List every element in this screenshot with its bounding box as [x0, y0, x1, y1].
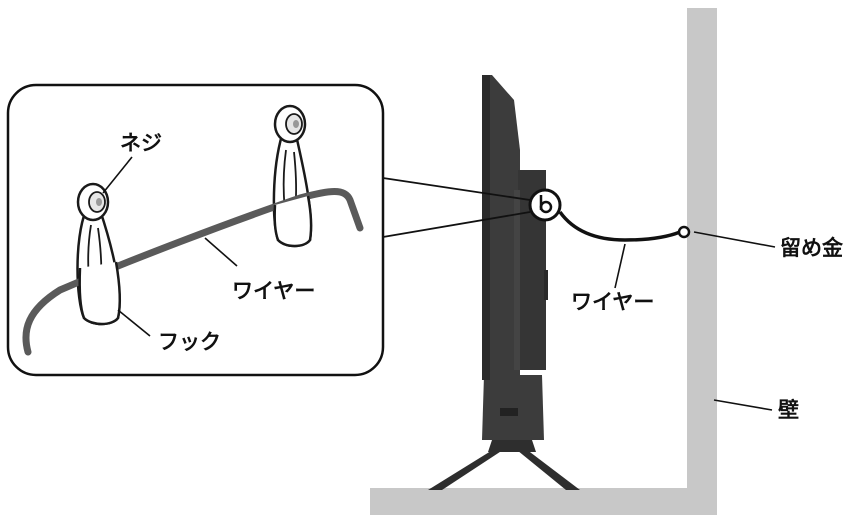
hook-strap-left-front	[78, 261, 121, 326]
callout-line-bottom	[382, 211, 531, 238]
leader-wall	[713, 399, 773, 411]
leader-clamp	[693, 231, 776, 248]
leader-wire-detail	[204, 237, 238, 267]
hook-strap-right-front	[273, 195, 313, 248]
screw-icon-left	[76, 182, 110, 222]
label-clamp: 留め金	[780, 236, 843, 260]
leader-screw	[102, 156, 133, 194]
label-screw: ネジ	[120, 131, 162, 155]
clamp-icon	[677, 225, 691, 239]
tv-stand	[428, 375, 580, 490]
wire-detail	[22, 188, 364, 356]
label-wall: 壁	[778, 398, 799, 422]
label-hook: フック	[158, 330, 221, 354]
wall	[370, 8, 717, 515]
tv-body	[482, 75, 548, 380]
leader-hook	[117, 309, 151, 337]
label-wire-main: ワイヤー	[571, 290, 655, 314]
wire-main	[558, 210, 681, 242]
leader-wire-main	[614, 243, 626, 289]
callout-line-top	[382, 177, 531, 201]
label-wire-detail: ワイヤー	[232, 279, 316, 303]
tv-hook-icon	[528, 188, 562, 222]
screw-icon-right	[273, 104, 307, 144]
